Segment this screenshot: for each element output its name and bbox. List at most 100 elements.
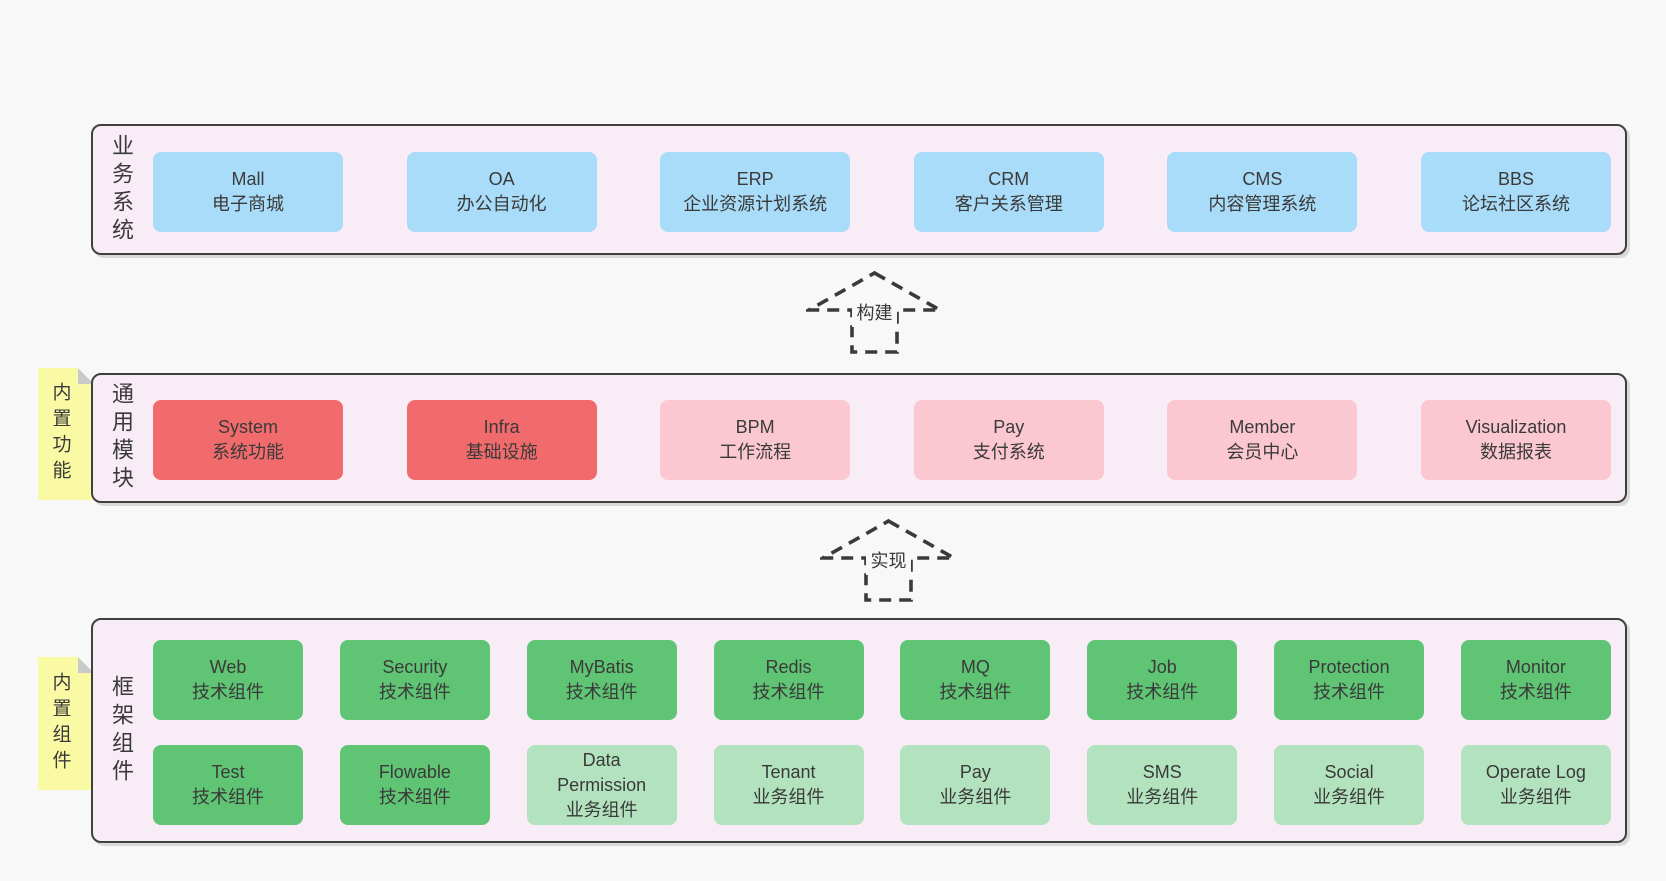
box-subtitle: 技术组件 <box>192 787 264 807</box>
business-systems-band: 业务系统 Mall 电子商城 OA 办公自动化 ERP 企业资源计划系统 CRM… <box>91 124 1627 255</box>
up-arrow-implement-icon: 实现 <box>820 518 957 602</box>
box-mybatis: MyBatis 技术组件 <box>526 640 677 720</box>
box-title: Infra <box>483 417 520 437</box>
box-subtitle: 数据报表 <box>1479 442 1552 462</box>
box-title: CRM <box>988 169 1030 189</box>
box-title: Web <box>209 657 247 677</box>
box-oa: OA 办公自动化 <box>406 152 597 232</box>
box-title: Mall <box>231 169 265 189</box>
box-pay: Pay 支付系统 <box>913 400 1104 480</box>
box-title: BPM <box>735 417 775 437</box>
box-operate-log: Operate Log 业务组件 <box>1460 745 1611 825</box>
business-systems-row: Mall 电子商城 OA 办公自动化 ERP 企业资源计划系统 CRM 客户关系… <box>153 152 1611 232</box>
box-title: Data Permission <box>557 749 647 795</box>
sticky-note-built-in-components: 内置组件 <box>38 657 94 790</box>
box-mall: Mall 电子商城 <box>153 152 343 232</box>
sticky-note-built-in-features: 内置功能 <box>38 368 94 500</box>
sticky-label: 内置功能 <box>49 382 71 486</box>
sticky-label: 内置组件 <box>49 671 71 776</box>
framework-components-band: 框架组件 Web 技术组件 Security 技术组件 MyBatis 技术组件… <box>91 618 1627 843</box>
box-subtitle: 技术组件 <box>1313 682 1386 702</box>
box-subtitle: 业务组件 <box>752 787 825 807</box>
box-title: SMS <box>1142 762 1182 782</box>
box-title: Operate Log <box>1485 762 1586 782</box>
box-subtitle: 业务组件 <box>939 787 1012 807</box>
box-crm: CRM 客户关系管理 <box>913 152 1104 232</box>
box-protection: Protection 技术组件 <box>1274 640 1425 720</box>
box-title: BBS <box>1497 169 1534 189</box>
box-mq: MQ 技术组件 <box>900 640 1051 720</box>
box-title: Visualization <box>1465 417 1567 437</box>
box-title: CMS <box>1242 169 1283 189</box>
box-title: Redis <box>765 657 812 677</box>
common-modules-band: 通用模块 System 系统功能 Infra 基础设施 BPM 工作流程 Pay… <box>91 373 1627 503</box>
box-title: Protection <box>1308 657 1390 677</box>
box-subtitle: 业务组件 <box>1313 787 1386 807</box>
box-title: Test <box>211 762 245 782</box>
box-tenant: Tenant 业务组件 <box>713 745 864 825</box>
box-title: Social <box>1324 762 1374 782</box>
box-security: Security 技术组件 <box>339 640 490 720</box>
box-title: Pay <box>993 417 1025 437</box>
box-title: System <box>217 417 278 437</box>
box-subtitle: 内容管理系统 <box>1208 194 1317 214</box>
box-title: MQ <box>960 657 990 677</box>
box-web: Web 技术组件 <box>153 640 303 720</box>
box-subtitle: 工作流程 <box>719 442 792 462</box>
box-title: MyBatis <box>569 657 634 677</box>
box-subtitle: 会员中心 <box>1226 442 1299 462</box>
box-visualization: Visualization 数据报表 <box>1420 400 1611 480</box>
box-subtitle: 基础设施 <box>465 442 538 462</box>
box-subtitle: 业务组件 <box>565 799 638 820</box>
box-title: Security <box>382 657 448 677</box>
arrow-label: 构建 <box>857 303 893 323</box>
box-title: Job <box>1147 657 1177 677</box>
box-title: Tenant <box>761 762 816 782</box>
box-subtitle: 支付系统 <box>972 442 1045 462</box>
box-erp: ERP 企业资源计划系统 <box>660 152 851 232</box>
arrow-label: 实现 <box>871 551 907 571</box>
box-subtitle: 企业资源计划系统 <box>683 194 828 214</box>
up-arrow-build-icon: 构建 <box>806 270 943 354</box>
box-subtitle: 业务组件 <box>1499 787 1572 807</box>
box-title: Flowable <box>378 762 451 782</box>
box-bpm: BPM 工作流程 <box>660 400 851 480</box>
box-redis: Redis 技术组件 <box>713 640 864 720</box>
box-subtitle: 电子商城 <box>212 194 284 214</box>
box-title: ERP <box>736 169 774 189</box>
box-system: System 系统功能 <box>153 400 343 480</box>
box-subtitle: 技术组件 <box>1126 682 1199 702</box>
box-subtitle: 技术组件 <box>378 787 451 807</box>
box-subtitle: 技术组件 <box>192 682 264 702</box>
box-subtitle: 办公自动化 <box>456 194 547 214</box>
box-bbs: BBS 论坛社区系统 <box>1420 152 1611 232</box>
box-title: OA <box>488 169 515 189</box>
framework-components-row-2: Test 技术组件 Flowable 技术组件 Data Permission … <box>153 745 1611 825</box>
box-subtitle: 客户关系管理 <box>954 194 1063 214</box>
box-cms: CMS 内容管理系统 <box>1167 152 1358 232</box>
common-modules-row: System 系统功能 Infra 基础设施 BPM 工作流程 Pay 支付系统… <box>153 400 1611 480</box>
box-subtitle: 业务组件 <box>1126 787 1199 807</box>
box-member: Member 会员中心 <box>1167 400 1358 480</box>
band-label: 通用模块 <box>109 382 134 494</box>
box-subtitle: 技术组件 <box>752 682 825 702</box>
box-subtitle: 论坛社区系统 <box>1461 194 1570 214</box>
box-title: Member <box>1229 417 1296 437</box>
box-pay-biz: Pay 业务组件 <box>900 745 1051 825</box>
box-data-permission: Data Permission 业务组件 <box>526 745 677 825</box>
box-social: Social 业务组件 <box>1274 745 1425 825</box>
box-monitor: Monitor 技术组件 <box>1460 640 1611 720</box>
box-subtitle: 技术组件 <box>378 682 451 702</box>
box-sms: SMS 业务组件 <box>1087 745 1238 825</box>
band-label: 业务系统 <box>109 133 134 246</box>
box-infra: Infra 基础设施 <box>406 400 597 480</box>
box-subtitle: 技术组件 <box>1499 682 1572 702</box>
box-job: Job 技术组件 <box>1087 640 1238 720</box>
framework-components-row-1: Web 技术组件 Security 技术组件 MyBatis 技术组件 Redi… <box>153 640 1611 720</box>
box-title: Monitor <box>1505 657 1566 677</box>
box-subtitle: 技术组件 <box>565 682 638 702</box>
band-label: 框架组件 <box>109 674 134 787</box>
box-test: Test 技术组件 <box>153 745 303 825</box>
box-title: Pay <box>959 762 991 782</box>
